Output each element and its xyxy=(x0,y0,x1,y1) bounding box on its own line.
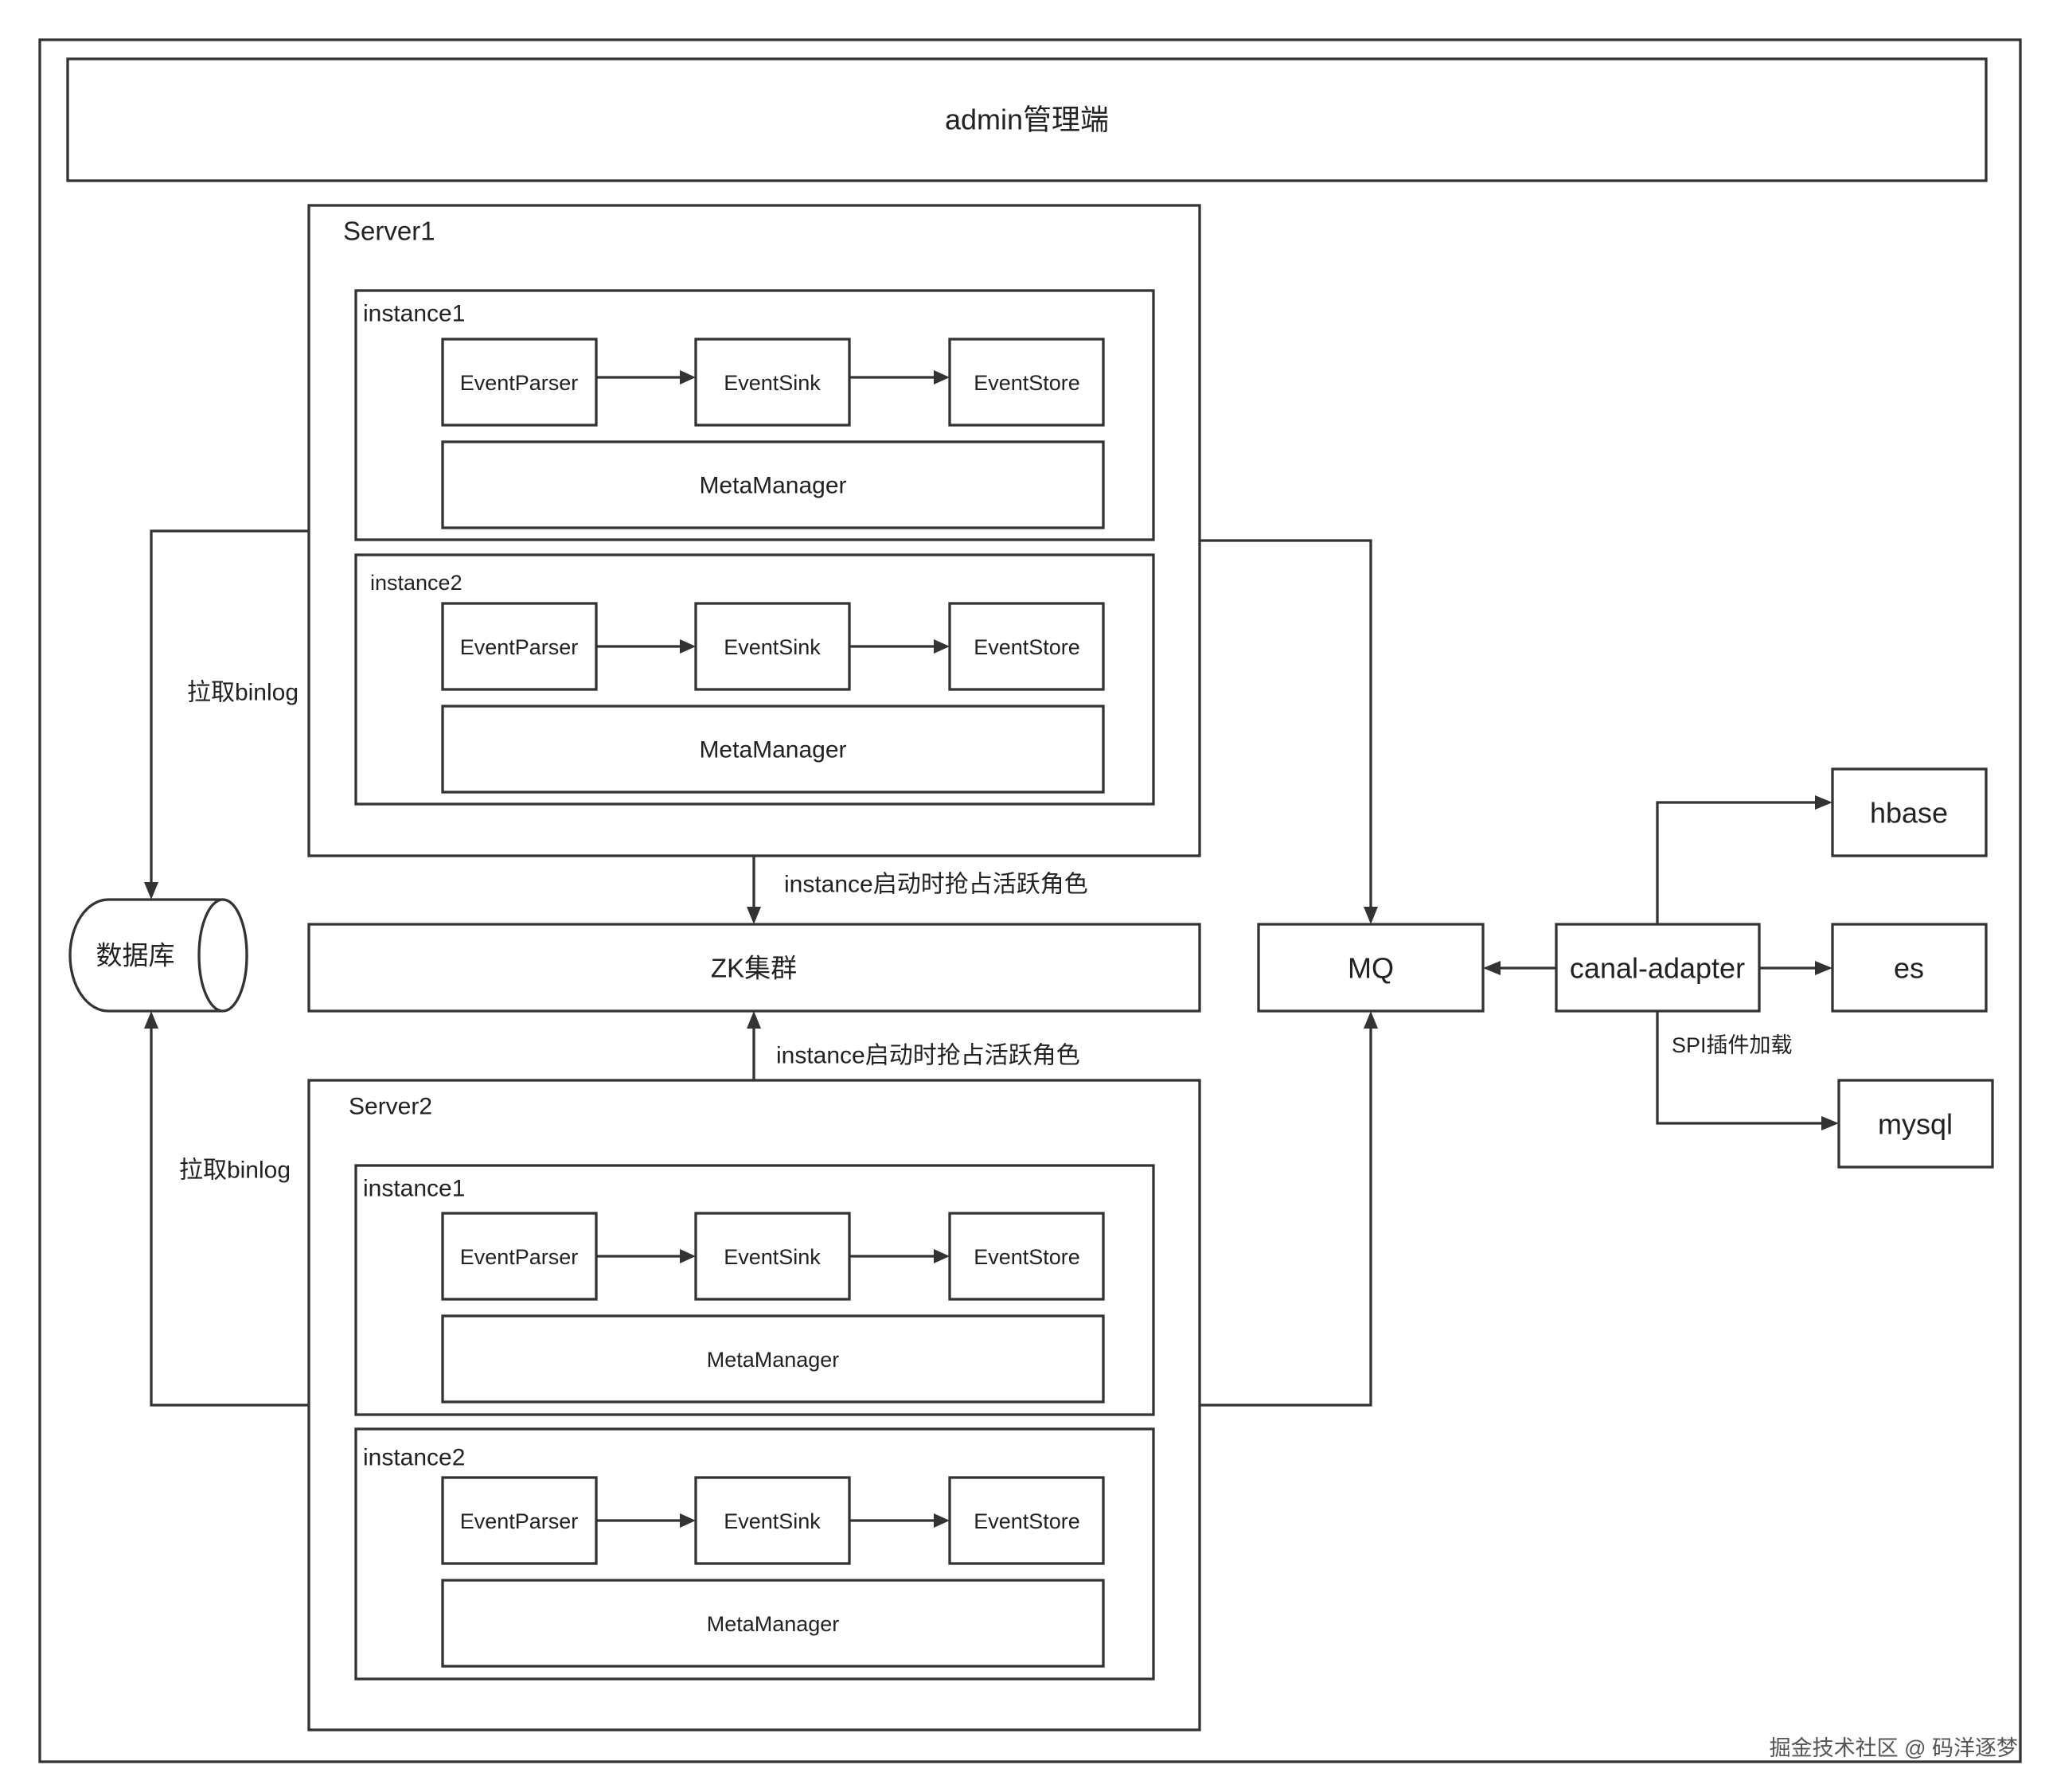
edge-server1-to-database xyxy=(150,529,309,884)
zk-cluster-box xyxy=(307,923,1201,1013)
arrow-head xyxy=(934,370,950,385)
server1-instance2-metamanager xyxy=(441,705,1105,794)
watermark: 掘金技术社区 @ 码洋逐梦 xyxy=(1770,1736,2018,1760)
spi-label: SPI插件加载 xyxy=(1672,1033,1793,1057)
arrow-head xyxy=(144,882,158,900)
eventsink-label: EventSink xyxy=(724,371,821,395)
database-label: 数据库 xyxy=(96,941,175,970)
eventparser-label: EventParser xyxy=(460,635,579,659)
arrow-head xyxy=(680,1249,696,1263)
server2-instance2-eventsink xyxy=(694,1476,851,1565)
edge-adapter-to-mysql xyxy=(1656,1011,1823,1125)
hbase-box xyxy=(1831,767,1988,857)
eventsink-label: EventSink xyxy=(724,635,821,659)
metamanager-label: MetaManager xyxy=(699,473,846,499)
pull-binlog-label-bottom: 拉取binlog xyxy=(179,1158,291,1184)
server1-instance2-eventsink xyxy=(694,602,851,691)
metamanager-label: MetaManager xyxy=(707,1612,840,1636)
eventstore-label: EventStore xyxy=(974,1509,1080,1533)
admin-label: admin管理端 xyxy=(945,103,1109,136)
mysql-label: mysql xyxy=(1878,1108,1953,1141)
canal-adapter-label: canal-adapter xyxy=(1570,952,1745,985)
outer-frame xyxy=(38,38,2022,1763)
zk-label-top: instance启动时抢占活跃角色 xyxy=(784,872,1088,898)
arrow-head xyxy=(934,1513,950,1528)
server1-instance2-label: instance2 xyxy=(370,571,462,595)
mq-label: MQ xyxy=(1348,952,1394,985)
eventparser-label: EventParser xyxy=(460,1245,579,1269)
arrow-head xyxy=(1364,1011,1378,1029)
zk-cluster-label: ZK集群 xyxy=(711,954,797,983)
eventsink-label: EventSink xyxy=(724,1245,821,1269)
database-cylinder xyxy=(68,898,248,1013)
server1-label: Server1 xyxy=(343,217,435,246)
admin-box xyxy=(66,57,1988,182)
metamanager-label: MetaManager xyxy=(707,1348,840,1372)
arrow-head xyxy=(1483,961,1501,975)
arrow-head xyxy=(1821,1116,1839,1130)
arrow-head xyxy=(747,1011,761,1029)
arrow-head xyxy=(1815,795,1832,810)
pull-binlog-label-top: 拉取binlog xyxy=(187,680,299,706)
arrow-head xyxy=(680,639,696,654)
es-label: es xyxy=(1894,952,1924,985)
server1-instance1-eventsink xyxy=(694,338,851,427)
eventparser-label: EventParser xyxy=(460,1509,579,1533)
server2-instance1-eventstore xyxy=(948,1212,1105,1301)
arrow-head xyxy=(1815,961,1832,975)
arrow-head xyxy=(747,907,761,924)
server1-instance2-eventstore xyxy=(948,602,1105,691)
edge-server1-to-mq xyxy=(1200,539,1372,908)
server2-instance2-label: instance2 xyxy=(363,1445,465,1471)
server2-instance2-eventparser xyxy=(441,1476,598,1565)
server1-instance1-eventparser xyxy=(441,338,598,427)
eventparser-label: EventParser xyxy=(460,371,579,395)
eventsink-label: EventSink xyxy=(724,1509,821,1533)
es-box xyxy=(1831,923,1988,1013)
server2-instance1-label: instance1 xyxy=(363,1176,465,1202)
eventstore-label: EventStore xyxy=(974,635,1080,659)
server2-instance1-eventsink xyxy=(694,1212,851,1301)
server2-instance2-metamanager xyxy=(441,1579,1105,1668)
mysql-box xyxy=(1837,1079,1994,1169)
mq-box xyxy=(1257,923,1485,1013)
server1-instance1-metamanager xyxy=(441,440,1105,529)
arrow-head xyxy=(934,1249,950,1263)
arrow-head xyxy=(680,1513,696,1528)
edge-server2-to-mq xyxy=(1200,1027,1372,1407)
arrow-head xyxy=(680,370,696,385)
server2-label: Server2 xyxy=(349,1094,432,1120)
server1-instance1-eventstore xyxy=(948,338,1105,427)
edge-adapter-to-hbase xyxy=(1656,801,1817,924)
eventstore-label: EventStore xyxy=(974,371,1080,395)
arrow-head xyxy=(144,1011,158,1029)
arrow-head xyxy=(934,639,950,654)
arrow-head xyxy=(1364,907,1378,924)
server2-instance1-eventparser xyxy=(441,1212,598,1301)
edge-server2-to-database xyxy=(150,1027,309,1407)
server2-instance1-metamanager xyxy=(441,1314,1105,1404)
zk-label-bottom: instance启动时抢占活跃角色 xyxy=(776,1043,1080,1069)
eventstore-label: EventStore xyxy=(974,1245,1080,1269)
server1-instance2-eventparser xyxy=(441,602,598,691)
metamanager-label: MetaManager xyxy=(699,737,846,763)
server1-instance1-label: instance1 xyxy=(363,301,465,327)
hbase-label: hbase xyxy=(1870,797,1948,830)
